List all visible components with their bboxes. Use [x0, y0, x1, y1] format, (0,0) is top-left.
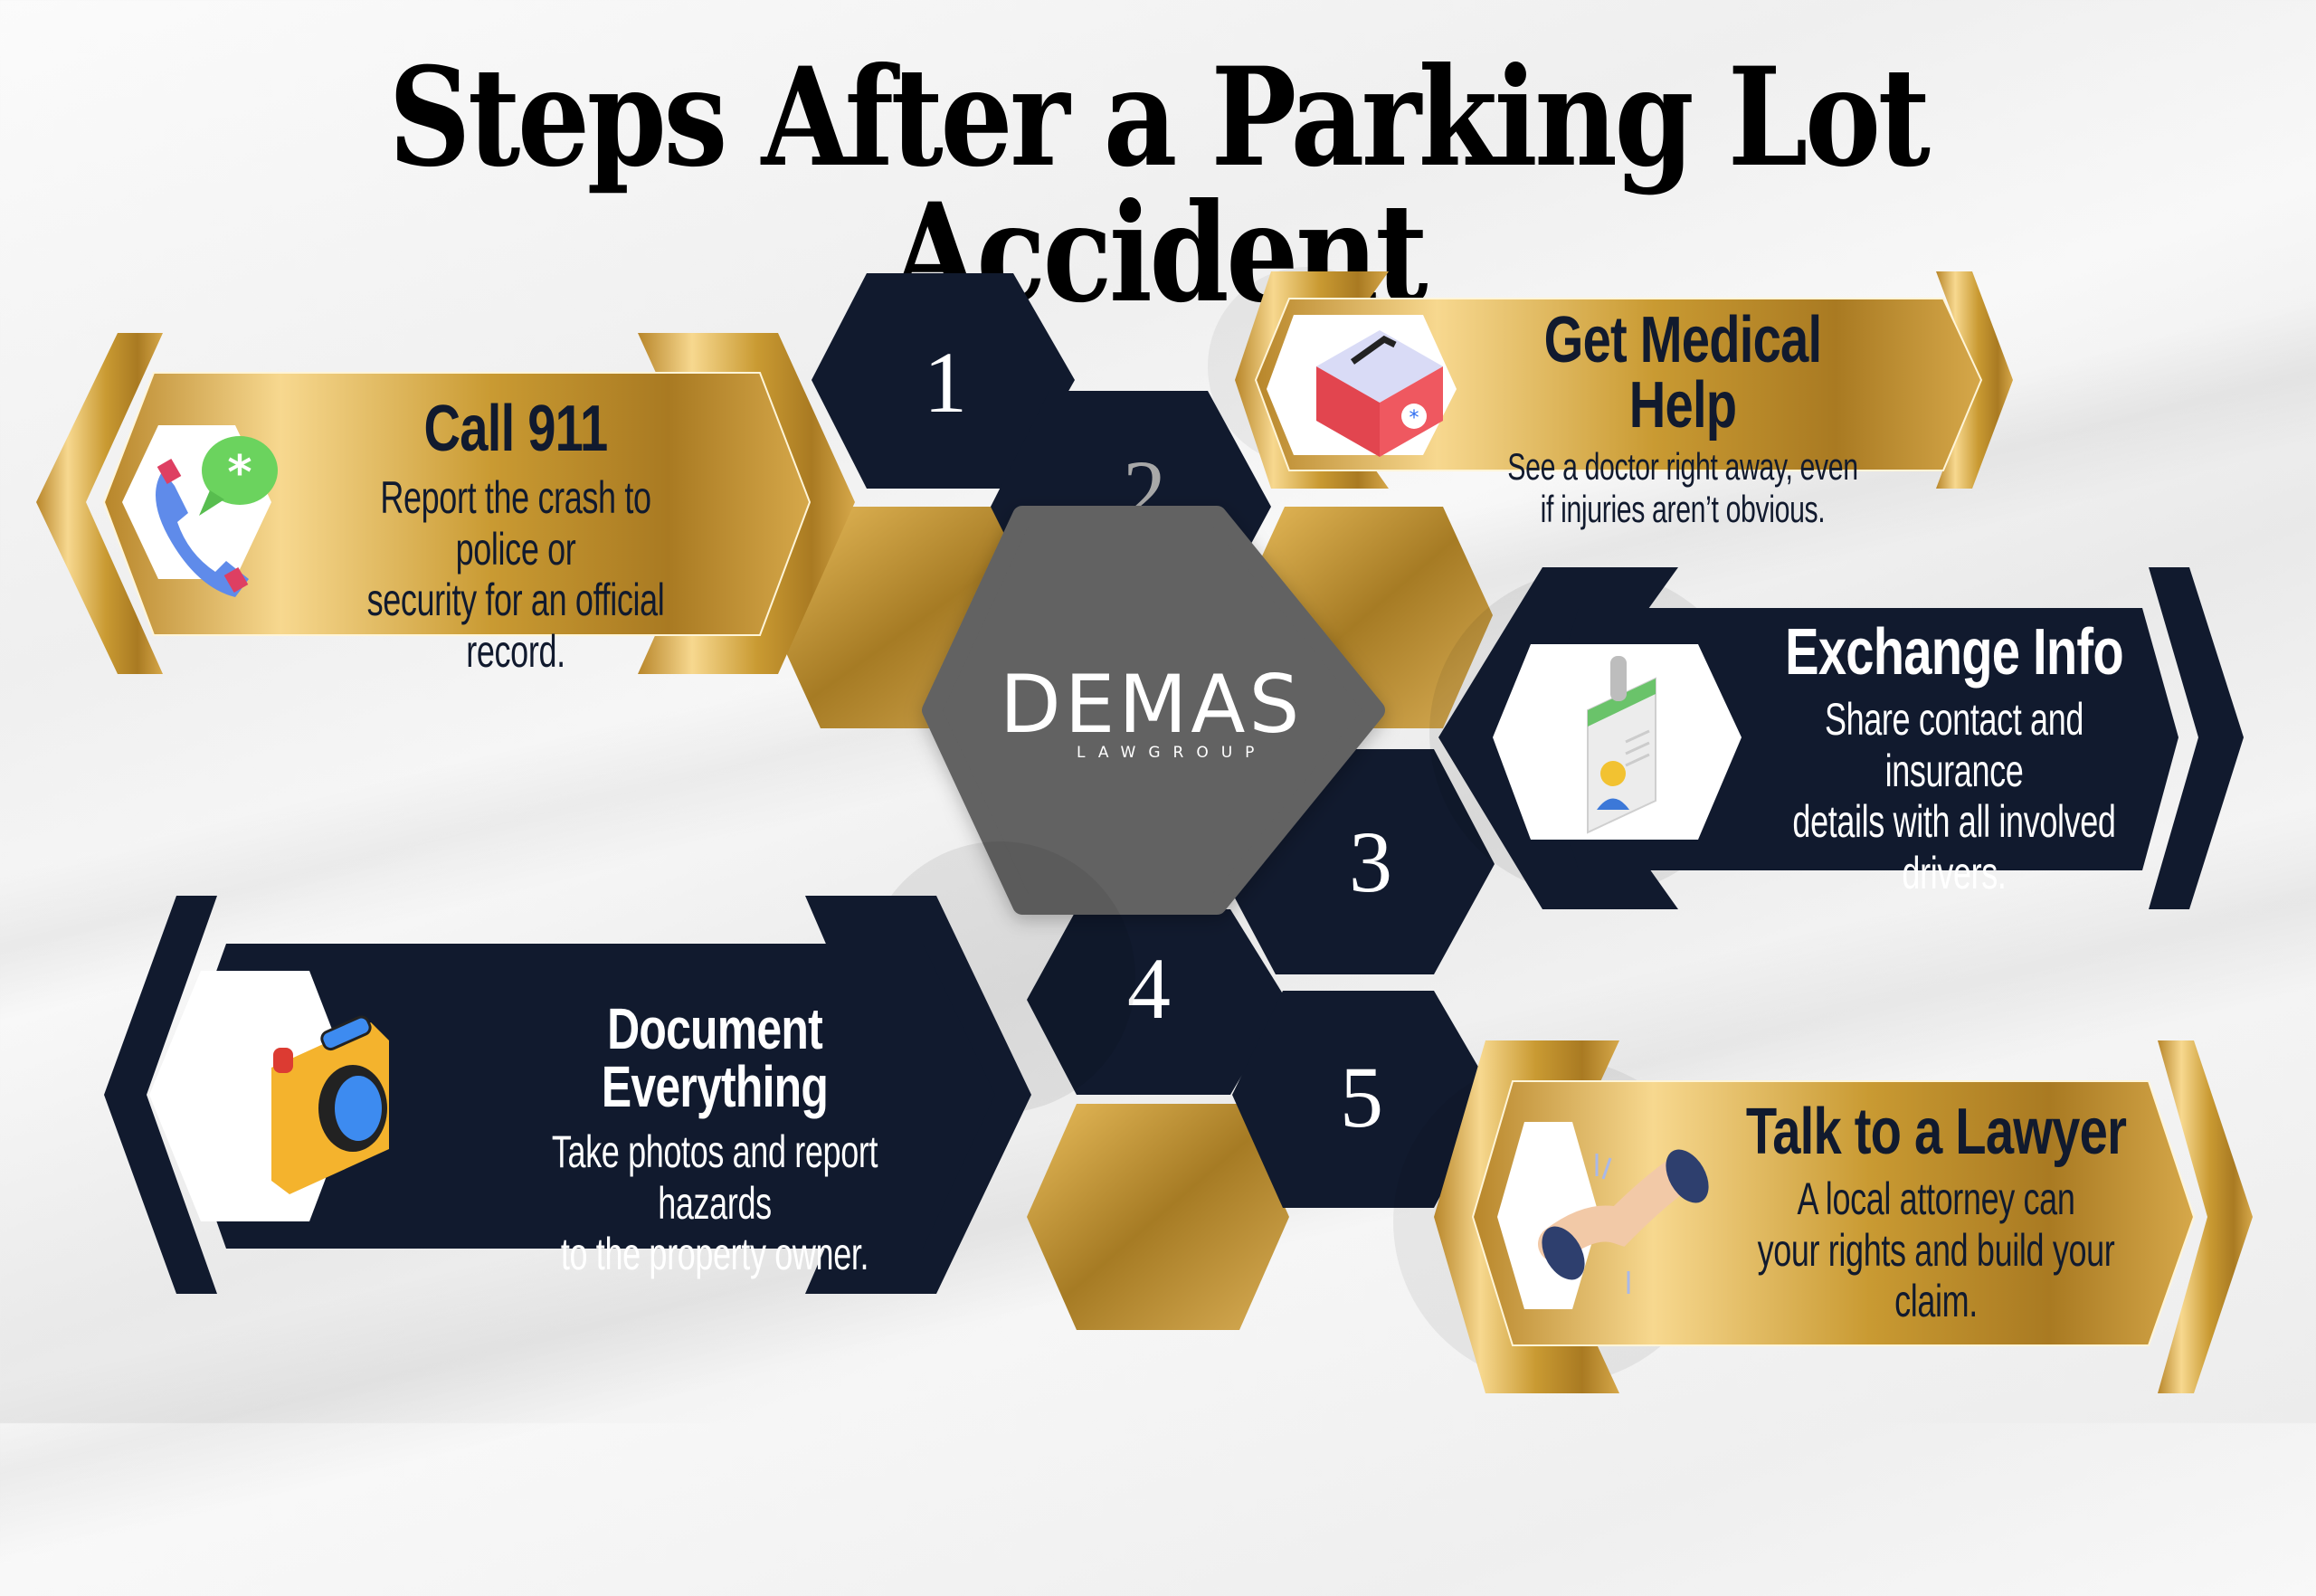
step-body: See a doctor right away, even if injurie… [1500, 445, 1865, 531]
step-3-text: Exchange Info Share contact and insuranc… [1719, 620, 2189, 898]
chevron-left [104, 896, 217, 1294]
step-body: Report the crash to police or security f… [340, 472, 692, 677]
handshake-icon [1538, 1149, 1709, 1294]
step-body-line: details with all involved [1792, 796, 2116, 847]
step-number: 5 [1340, 1049, 1383, 1145]
step-number-hex-4: 4 [1027, 909, 1286, 1095]
step-4-text: Document Everything Take photos and repo… [452, 1000, 977, 1280]
step-body-line: if injuries aren’t obvious. [1540, 488, 1826, 531]
step-body-line: security for an official record. [366, 575, 665, 677]
step-number: 1 [924, 334, 967, 431]
step-body-line: Report the crash to police or [380, 472, 651, 575]
step-card-3 [1429, 567, 2244, 909]
chevron-left [1438, 567, 1678, 909]
svg-text:*: * [1410, 407, 1419, 430]
phone-call-icon: * [156, 436, 278, 597]
decor-hex-gold [1027, 1104, 1289, 1330]
step-number-hex-5: 5 [1232, 991, 1495, 1208]
step-body-line: to the property owner. [560, 1229, 869, 1279]
brand-logo: DEMAS [1000, 658, 1304, 751]
step-body-line: drivers. [1902, 847, 2007, 898]
step-body-line: your rights and build your [1757, 1224, 2115, 1276]
chevron-right [1936, 271, 2013, 489]
logo-hex [922, 506, 1385, 915]
step-number-hex-1: 1 [812, 273, 1075, 489]
step-card-1 [36, 333, 855, 674]
panel [1254, 298, 1983, 471]
hex-cluster: 1 2 3 4 5 [769, 273, 1495, 1330]
id-badge-icon [1587, 656, 1656, 834]
step-5-text: Talk to a Lawyer A local attorney can yo… [1683, 1099, 2189, 1327]
step-body-line: claim. [1894, 1276, 1978, 1326]
step-heading: Call 911 [423, 393, 609, 465]
panel [172, 944, 995, 1249]
camera-icon [271, 1015, 389, 1194]
panel [102, 372, 812, 636]
step-body-line: A local attorney can [1797, 1173, 2075, 1224]
brand-logo-subtitle: LAWGROUP [1077, 744, 1267, 762]
chevron-right [2158, 1040, 2253, 1393]
step-heading: Talk to a Lawyer [1745, 1096, 2127, 1168]
page-title: Steps After a Parking Lot Accident [388, 38, 1930, 333]
step-body: A local attorney can your rights and bui… [1753, 1173, 2118, 1327]
chevron-left [36, 333, 163, 674]
step-body-line: Share contact and insurance [1824, 694, 2084, 796]
step-body: Share contact and insurance details with… [1785, 694, 2123, 898]
chevron-right [2149, 567, 2244, 909]
step-1-text: Call 911 Report the crash to police or s… [271, 396, 760, 677]
step-body-line: Take photos and report hazards [551, 1126, 878, 1229]
first-aid-kit-icon: * [1316, 330, 1443, 457]
step-heading: Get Medical Help [1543, 304, 1822, 442]
step-2-text: Get Medical Help See a doctor right away… [1429, 308, 1936, 531]
step-card-4 [104, 841, 1135, 1294]
panel [1471, 1080, 2196, 1346]
step-heading: Document Everything [601, 996, 829, 1119]
step-number: 4 [1127, 940, 1171, 1037]
step-card-2 [1208, 267, 2013, 489]
step-card-5 [1393, 1040, 2253, 1393]
step-body-line: See a doctor right away, even [1507, 445, 1858, 488]
svg-text:*: * [227, 446, 252, 500]
step-number: 3 [1349, 813, 1392, 910]
step-body: Take photos and report hazards to the pr… [526, 1126, 904, 1280]
step-heading: Exchange Info [1785, 616, 2123, 689]
